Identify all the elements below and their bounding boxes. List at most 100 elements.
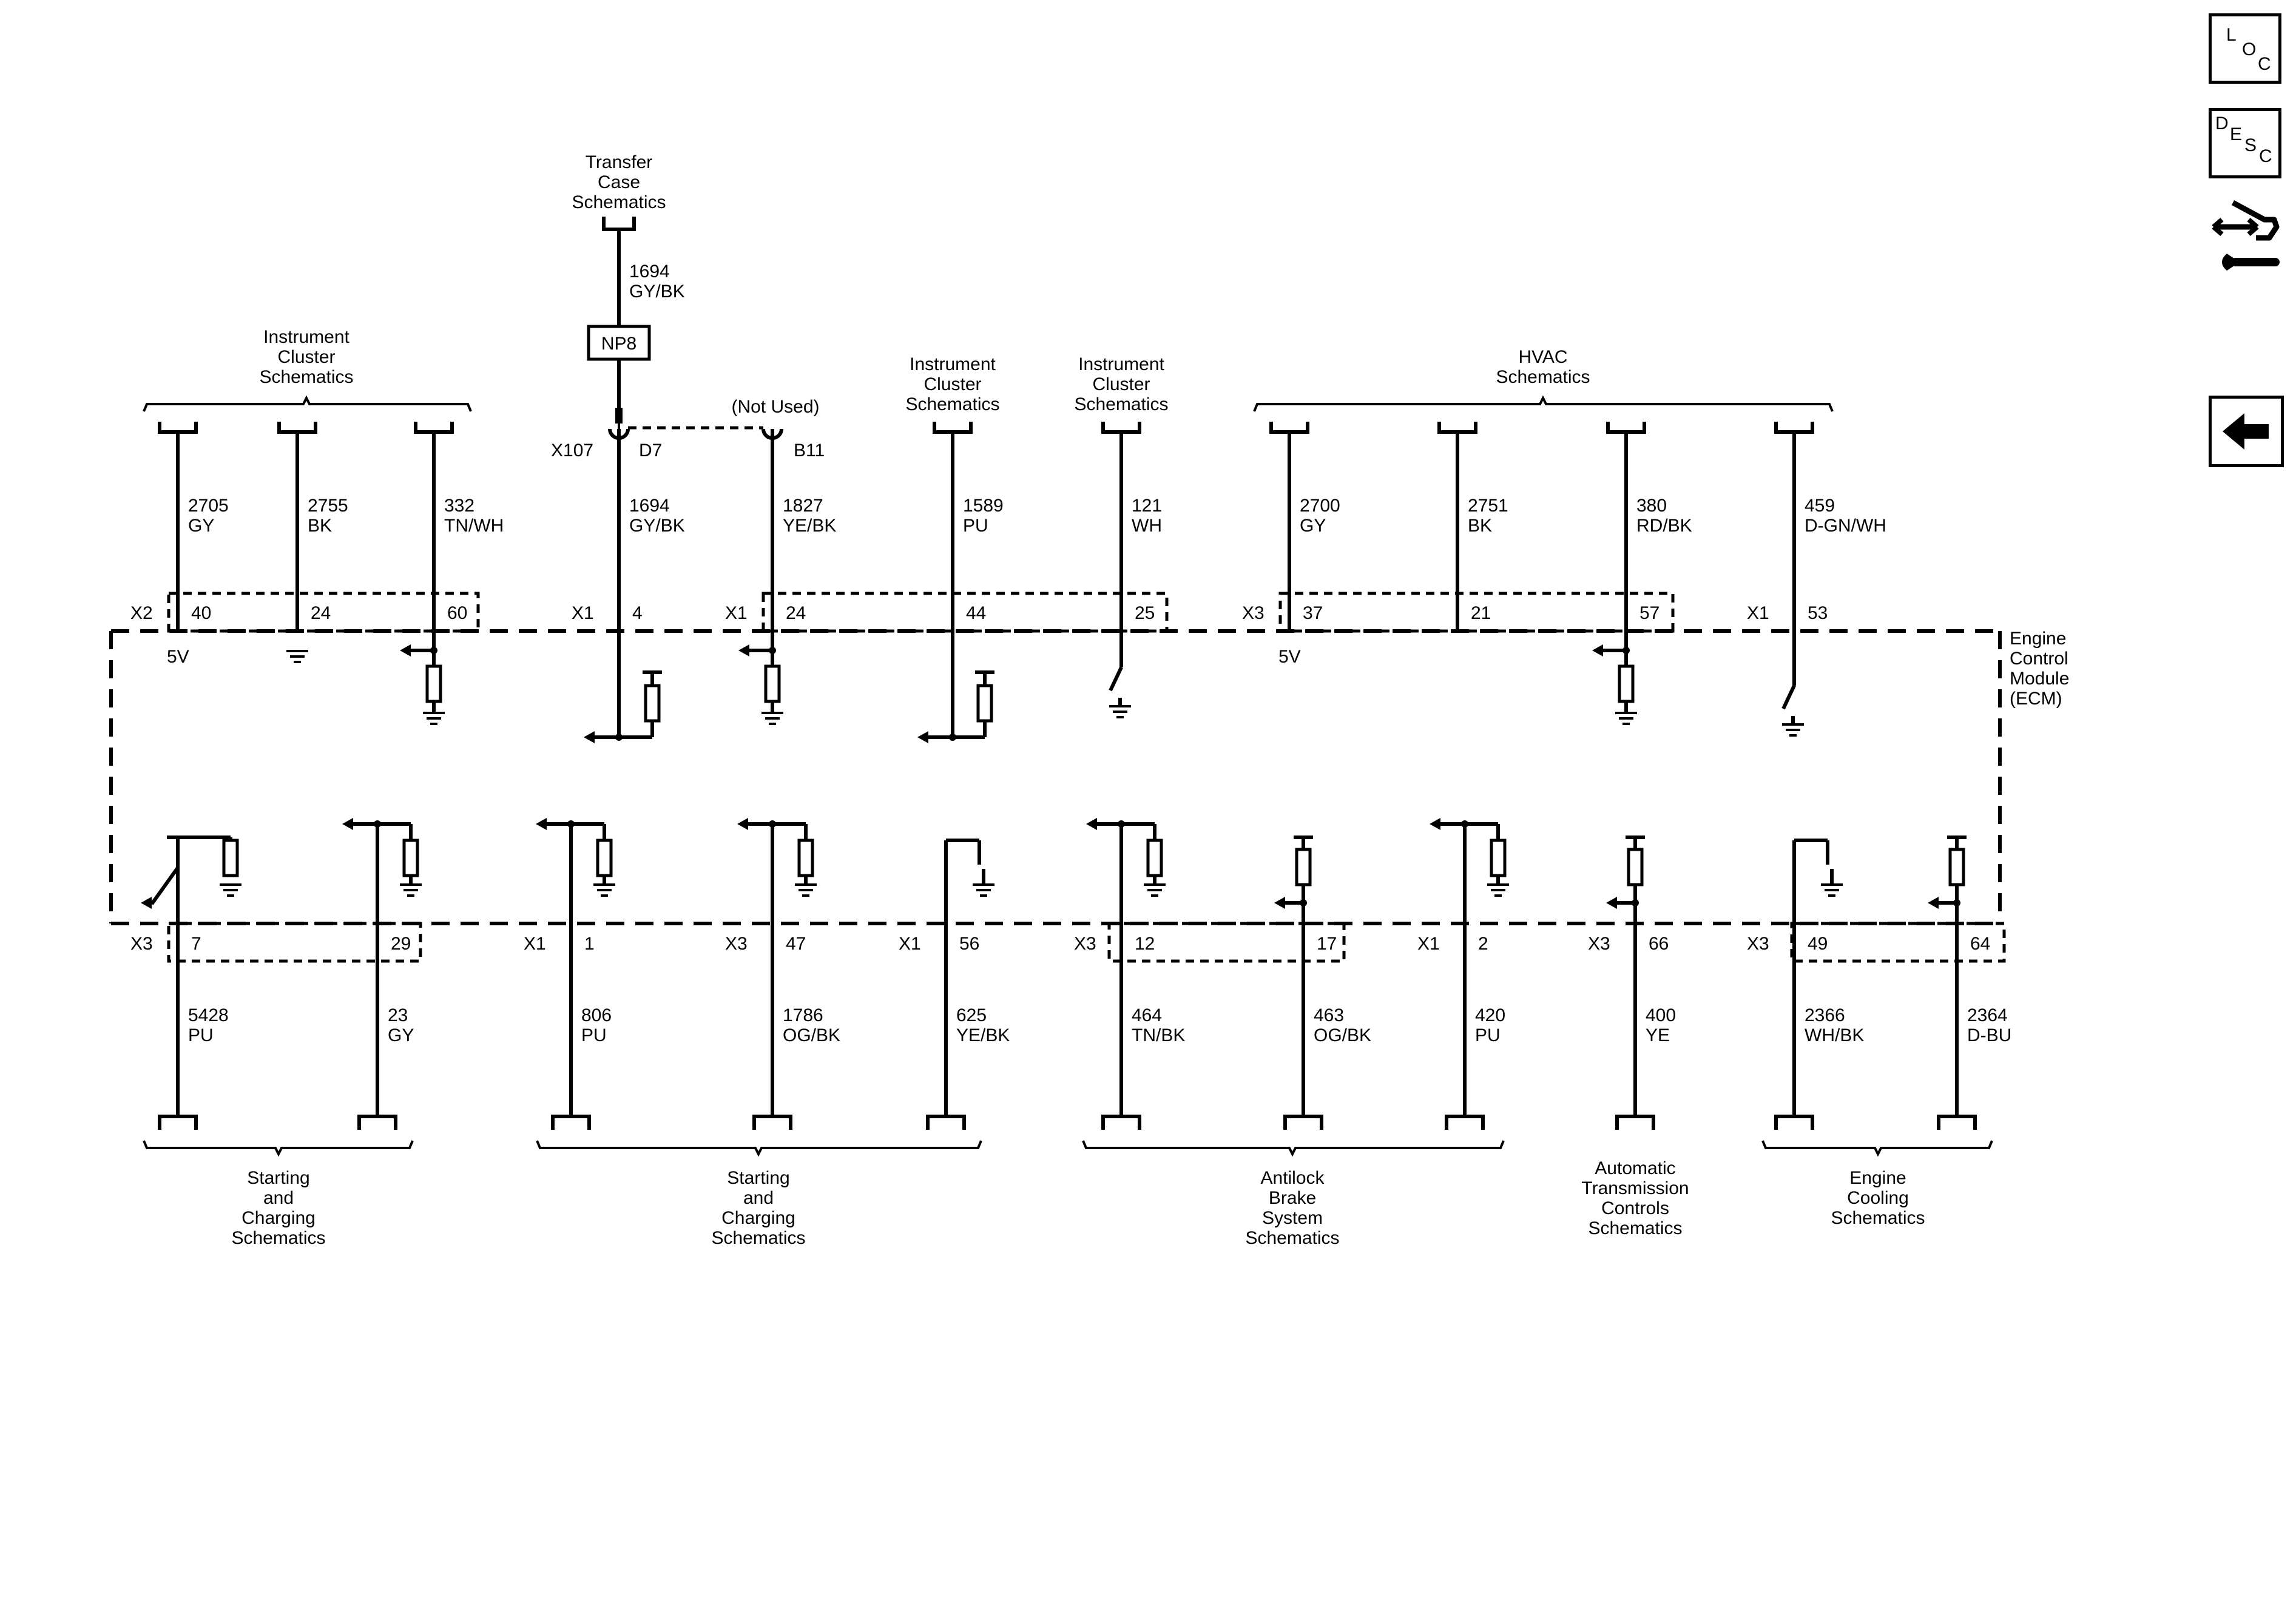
switch-symbol (1109, 666, 1123, 692)
bottom-wire-pin: 2 (1478, 934, 1488, 954)
top-wire-pin: 24 (311, 603, 331, 623)
top-wire-color: D-GN/WH (1805, 516, 1886, 536)
top-wire-color: GY (188, 516, 214, 536)
bottom-terminal-cap (158, 1115, 198, 1130)
top-wire-pin: 4 (632, 603, 643, 623)
top-wire-circuit: 2700 (1300, 496, 1340, 516)
top-terminal-cap (277, 422, 317, 434)
bottom-terminal-cap (1445, 1115, 1485, 1130)
bottom-wire-connector: X3 (1074, 934, 1096, 954)
back-button[interactable] (2209, 396, 2284, 467)
bottom-group-brackets (143, 1140, 1993, 1157)
bottom-wire-circuit: 463 (1314, 1005, 1344, 1025)
bottom-wire-color: D-BU (1967, 1025, 2011, 1045)
signal-arrow (1086, 818, 1097, 830)
signal-arrow (917, 731, 928, 743)
bottom-terminal-cap (1937, 1115, 1977, 1130)
bottom-terminal-cap (1101, 1115, 1141, 1130)
top-wire-pin: 25 (1135, 603, 1155, 623)
top-group-label: Schematics (259, 367, 353, 387)
bottom-wire-color: YE (1646, 1025, 1670, 1045)
switch-symbol (1781, 684, 1796, 710)
desc-button[interactable]: D E S C (2209, 108, 2281, 178)
top-wire-circuit: 1694 (629, 496, 670, 516)
bottom-wire-circuit: 2366 (1805, 1005, 1845, 1025)
not-used-label: (Not Used) (731, 397, 819, 417)
top-wire-pin: 53 (1808, 603, 1828, 623)
top-wire-connector: X2 (130, 603, 153, 623)
top-wire-pin: 44 (966, 603, 986, 623)
ecm-internal-circuits-top (286, 631, 1804, 743)
top-wire-connector: X1 (572, 603, 594, 623)
top-wire-circuit: 1589 (963, 496, 1004, 516)
connector-outlines (167, 592, 2006, 963)
top-terminal-cap (158, 422, 198, 434)
top-terminal-cap (414, 422, 454, 434)
bottom-wire-pin: 29 (391, 934, 411, 954)
signal-arrow (1928, 897, 1939, 909)
resistor-symbol (644, 684, 661, 723)
resistor-symbol (797, 839, 814, 877)
bottom-wire-circuit: 2364 (1967, 1005, 2008, 1025)
loc-letter-l: L (2226, 25, 2237, 45)
bottom-wire-circuit: 464 (1132, 1005, 1162, 1025)
top-terminal-cap (1606, 422, 1646, 434)
bottom-wire-pin: 47 (786, 934, 806, 954)
signal-arrow (1606, 897, 1617, 909)
bottom-group-label: Schematics (231, 1228, 325, 1248)
top-wire-connector: X3 (1242, 603, 1264, 623)
bottom-wire-circuit: 420 (1475, 1005, 1505, 1025)
bottom-wire-connector: X3 (130, 934, 153, 954)
bottom-wire-color: TN/BK (1132, 1025, 1185, 1045)
top-group-label: Instrument (263, 327, 349, 347)
resistor-symbol (1146, 839, 1163, 877)
bottom-terminal-cap (551, 1115, 591, 1130)
bottom-wire-color: WH/BK (1805, 1025, 1864, 1045)
x107-connector-label: X107 (551, 441, 593, 461)
ecm-module-outline (109, 629, 2002, 925)
top-terminal-cap (1437, 422, 1477, 434)
bottom-group-label: Cooling (1847, 1188, 1909, 1208)
top-group-label: Cluster (277, 347, 335, 367)
bottom-wire-connector: X1 (524, 934, 546, 954)
top-wire-pin: 21 (1471, 603, 1491, 623)
top-terminal-cap (1101, 422, 1141, 434)
bottom-terminal-cap (1283, 1115, 1323, 1130)
bottom-wire-circuit: 400 (1646, 1005, 1676, 1025)
bottom-group-label: Schematics (1831, 1208, 1925, 1228)
bottom-wire-circuit: 806 (581, 1005, 612, 1025)
top-wire-circuit: 2751 (1468, 496, 1508, 516)
bottom-group-label: Charging (241, 1208, 316, 1228)
top-wire-circuit: 380 (1636, 496, 1667, 516)
resistor-symbol (222, 839, 239, 877)
signal-arrow (738, 644, 749, 657)
bottom-group-label: Charging (721, 1208, 795, 1228)
signal-arrow (400, 644, 411, 657)
connector-tool-icon[interactable] (2209, 195, 2284, 274)
top-wire-note: 5V (1278, 647, 1301, 667)
bottom-wire-connector: X1 (899, 934, 921, 954)
top-wire-connector: X1 (1747, 603, 1769, 623)
resistor-symbol (596, 839, 613, 877)
bottom-group-label: Starting (727, 1168, 789, 1188)
bottom-terminal-cap (752, 1115, 792, 1130)
loc-letter-c: C (2258, 54, 2271, 74)
desc-letter-e: E (2230, 124, 2243, 144)
bottom-group-label: Brake (1269, 1188, 1316, 1208)
top-wire-pin: 57 (1639, 603, 1660, 623)
bottom-wire-pin: 66 (1649, 934, 1669, 954)
bottom-wire-connector: X3 (1747, 934, 1769, 954)
signal-arrow (1430, 818, 1440, 830)
resistor-symbol (1627, 848, 1644, 886)
signal-arrow (1592, 644, 1603, 657)
loc-button[interactable]: L O C (2209, 13, 2281, 84)
top-wire-pin: 40 (191, 603, 211, 623)
x107-pin-d7: D7 (639, 441, 662, 461)
resistor-symbol (976, 684, 993, 723)
np8-splice-label: NP8 (601, 334, 636, 354)
signal-arrow (737, 818, 748, 830)
signal-arrow (584, 731, 595, 743)
top-group-brackets (143, 395, 1834, 412)
